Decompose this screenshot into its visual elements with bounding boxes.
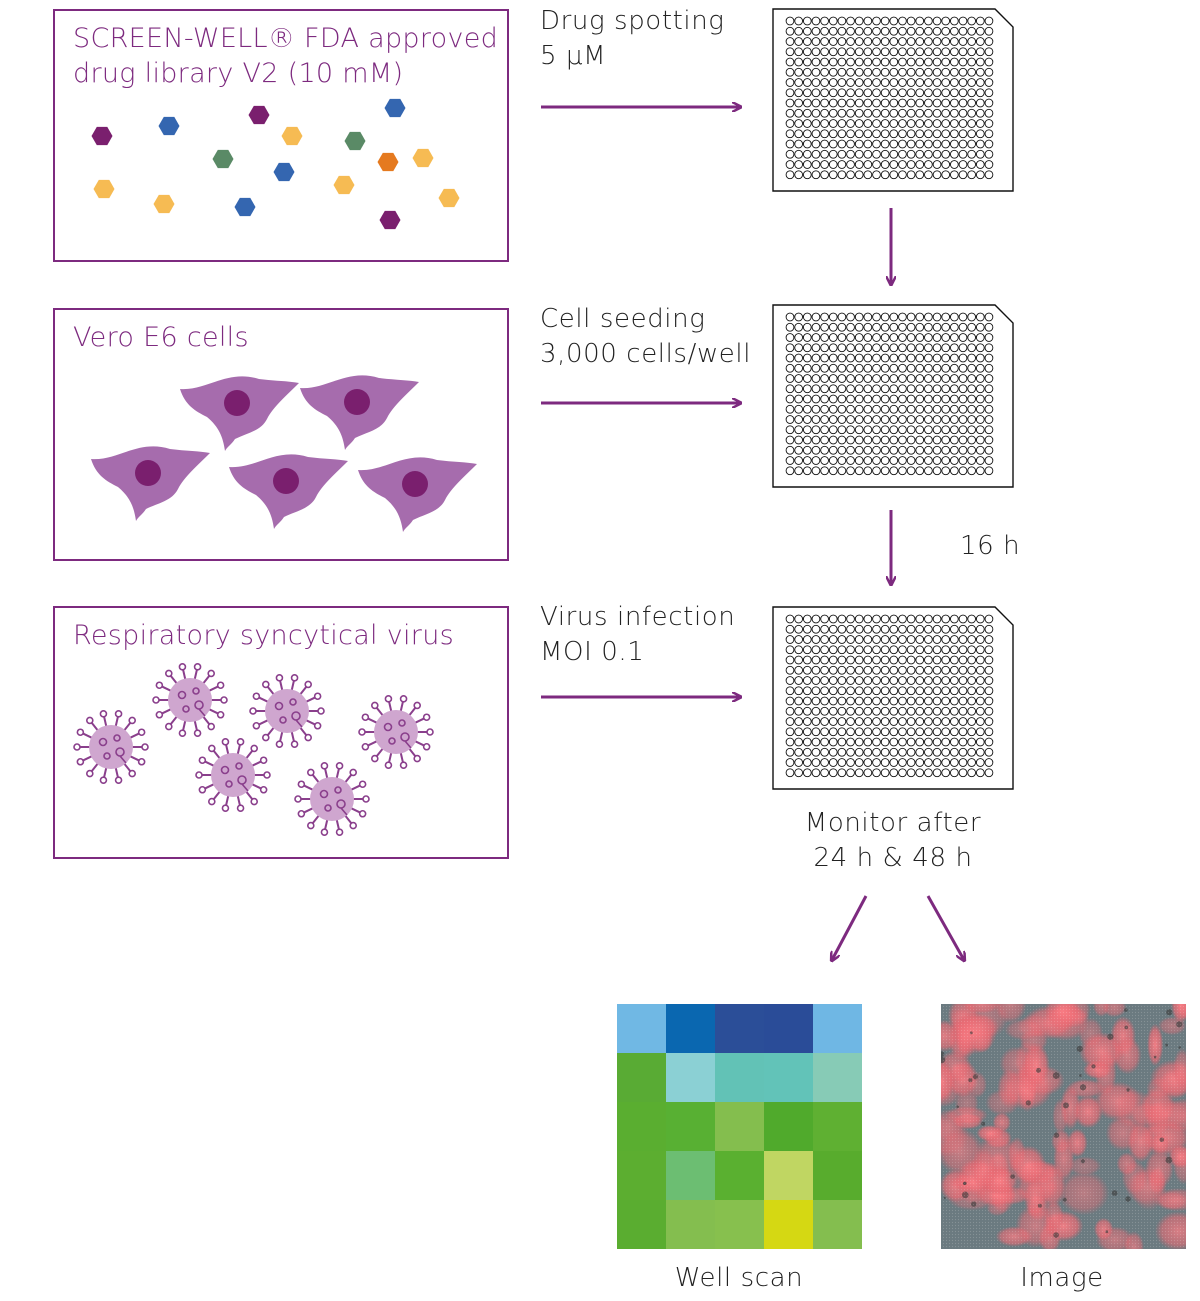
- drug-molecule-hexagon: [412, 148, 434, 168]
- drug-molecule-hexagon: [212, 149, 234, 169]
- vero-cells: [91, 375, 477, 532]
- well-scan-cell: [617, 1151, 666, 1200]
- cell-nucleus: [402, 471, 428, 497]
- vero-cell: [180, 376, 299, 451]
- drug-molecule-hexagon: [438, 188, 460, 208]
- drug-molecule-hexagon: [153, 194, 175, 214]
- well-scan-cell: [715, 1200, 764, 1249]
- virus-particle: [152, 663, 228, 737]
- well-scan-cell: [715, 1053, 764, 1102]
- well-scan-cell: [764, 1151, 813, 1200]
- virus-particle: [358, 695, 434, 769]
- drug-molecule-hexagon: [248, 105, 270, 125]
- drug-molecule-hexagon: [344, 131, 366, 151]
- drug-molecule-hexagon: [384, 98, 406, 118]
- well-scan-cell: [764, 1004, 813, 1053]
- drug-molecule-hexagon: [273, 162, 295, 182]
- vero-cell: [91, 446, 210, 521]
- well-scan-cell: [813, 1053, 862, 1102]
- drug-spotting-label: Drug spotting 5 μM: [540, 6, 725, 71]
- drug-molecule-hexagon: [281, 126, 303, 146]
- well-scan-cell: [617, 1004, 666, 1053]
- well-scan-cell: [617, 1102, 666, 1151]
- well-scan-cell: [813, 1102, 862, 1151]
- well-scan-cell: [666, 1200, 715, 1249]
- virus-box: Respiratory syncytical virus: [53, 606, 509, 859]
- well-scan-cell: [813, 1004, 862, 1053]
- virus-box-title: Respiratory syncytical virus: [73, 620, 454, 651]
- well-scan-cell: [764, 1200, 813, 1249]
- well-scan-cell: [813, 1151, 862, 1200]
- cells-box-title: Vero E6 cells: [73, 322, 249, 353]
- well-scan-cell: [666, 1102, 715, 1151]
- well-plate: [772, 304, 1014, 488]
- drug-molecule-hexagon: [379, 210, 401, 230]
- virus-particle: [294, 762, 370, 836]
- well-scan-label: Well scan: [674, 1263, 804, 1293]
- well-scan-cell: [666, 1151, 715, 1200]
- well-plate: [772, 8, 1014, 192]
- virus-particles: [73, 663, 434, 836]
- well-scan-cell: [715, 1004, 764, 1053]
- well-plates: [772, 8, 1014, 790]
- well-scan-cell: [666, 1053, 715, 1102]
- microscopy-image: [941, 1004, 1186, 1249]
- virus-particle: [195, 738, 271, 812]
- virus-particle: [73, 710, 149, 784]
- library-box: SCREEN-WELL® FDA approved drug library V…: [53, 9, 509, 262]
- well-plate: [772, 606, 1014, 790]
- image-label: Image: [1020, 1263, 1104, 1293]
- vero-cell: [229, 454, 348, 529]
- incubation-label: 16 h: [960, 531, 1021, 561]
- well-scan-cell: [617, 1200, 666, 1249]
- drug-molecules: [91, 98, 460, 230]
- vero-cell: [358, 457, 477, 532]
- drug-molecule-hexagon: [158, 116, 180, 136]
- cell-nucleus: [135, 460, 161, 486]
- monitor-label: Monitor after 24 h & 48 h: [804, 808, 982, 873]
- drug-molecule-hexagon: [234, 197, 256, 217]
- drug-molecule-hexagon: [93, 179, 115, 199]
- well-scan-cell: [666, 1004, 715, 1053]
- cell-seeding-label: Cell seeding 3,000 cells/well: [540, 304, 752, 369]
- cell-nucleus: [344, 389, 370, 415]
- arrow-to-image: [926, 895, 964, 960]
- well-scan-cell: [813, 1200, 862, 1249]
- well-scan-cell: [715, 1102, 764, 1151]
- cell-nucleus: [273, 468, 299, 494]
- drug-molecule-hexagon: [91, 126, 113, 146]
- library-box-title: SCREEN-WELL® FDA approved drug library V…: [73, 23, 499, 89]
- drug-molecule-hexagon: [333, 175, 355, 195]
- virus-infection-label: Virus infection MOI 0.1: [540, 602, 736, 667]
- arrow-to-well-scan: [832, 895, 868, 960]
- well-scan-cell: [764, 1102, 813, 1151]
- well-scan-cell: [764, 1053, 813, 1102]
- well-scan-cell: [715, 1151, 764, 1200]
- vero-cell: [300, 375, 419, 450]
- cell-nucleus: [224, 390, 250, 416]
- drug-molecule-hexagon: [377, 152, 399, 172]
- virus-particle: [249, 674, 325, 748]
- well-scan-cell: [617, 1053, 666, 1102]
- well-scan-heatmap: [617, 1004, 862, 1249]
